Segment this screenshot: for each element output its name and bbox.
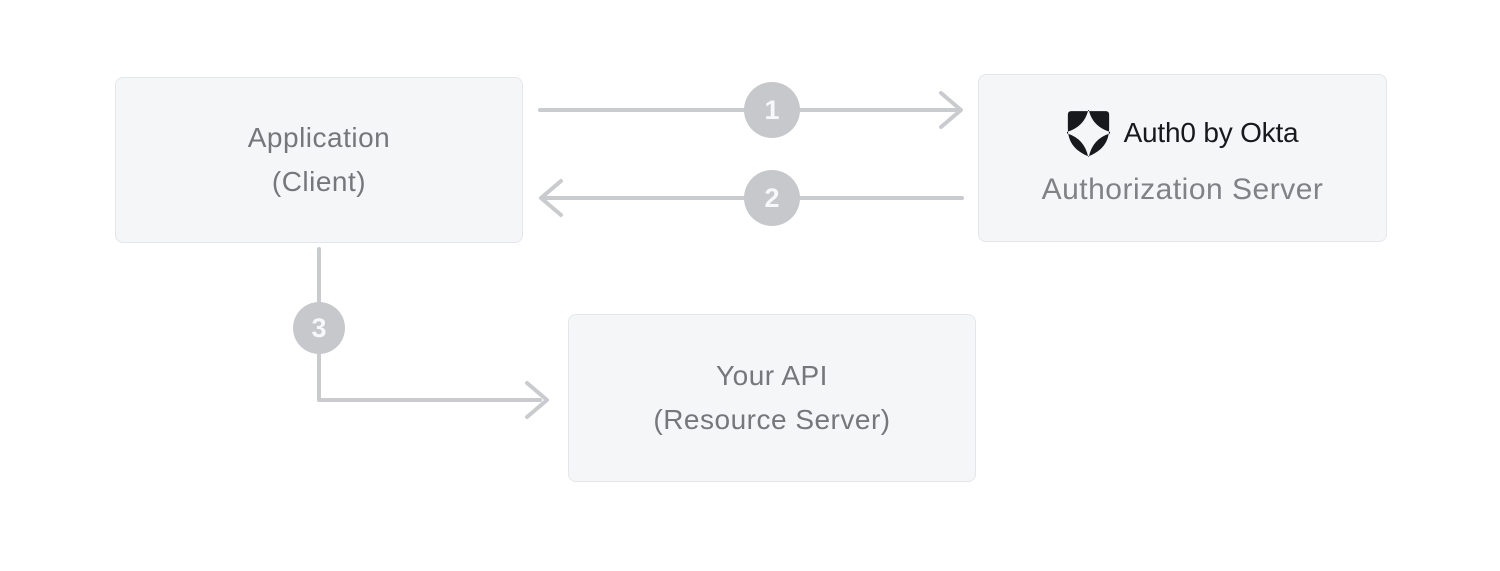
step-badge-1: 1 xyxy=(744,82,800,138)
step-number-1: 1 xyxy=(764,94,780,125)
step-number-2: 2 xyxy=(764,182,780,213)
step-number-3: 3 xyxy=(311,312,327,343)
authorization-server-label: Authorization Server xyxy=(1041,172,1324,206)
auth0-logo: Auth0 by Okta xyxy=(1066,109,1299,157)
step-badge-3: 3 xyxy=(293,302,345,354)
application-label-line2: (Client) xyxy=(271,166,367,197)
your-api-label-line2: (Resource Server) xyxy=(653,404,891,435)
application-label-line1: Application xyxy=(247,122,391,153)
node-application-client: Application (Client) xyxy=(115,77,523,243)
node-authorization-server: Auth0 by Okta Authorization Server xyxy=(978,74,1387,242)
auth0-shield-icon xyxy=(1066,109,1110,157)
arrow-step-3 xyxy=(317,247,549,419)
step-badge-2: 2 xyxy=(744,170,800,226)
auth0-logo-text: Auth0 by Okta xyxy=(1123,117,1299,148)
node-your-api: Your API (Resource Server) xyxy=(568,314,976,482)
your-api-label-line1: Your API xyxy=(716,360,828,391)
